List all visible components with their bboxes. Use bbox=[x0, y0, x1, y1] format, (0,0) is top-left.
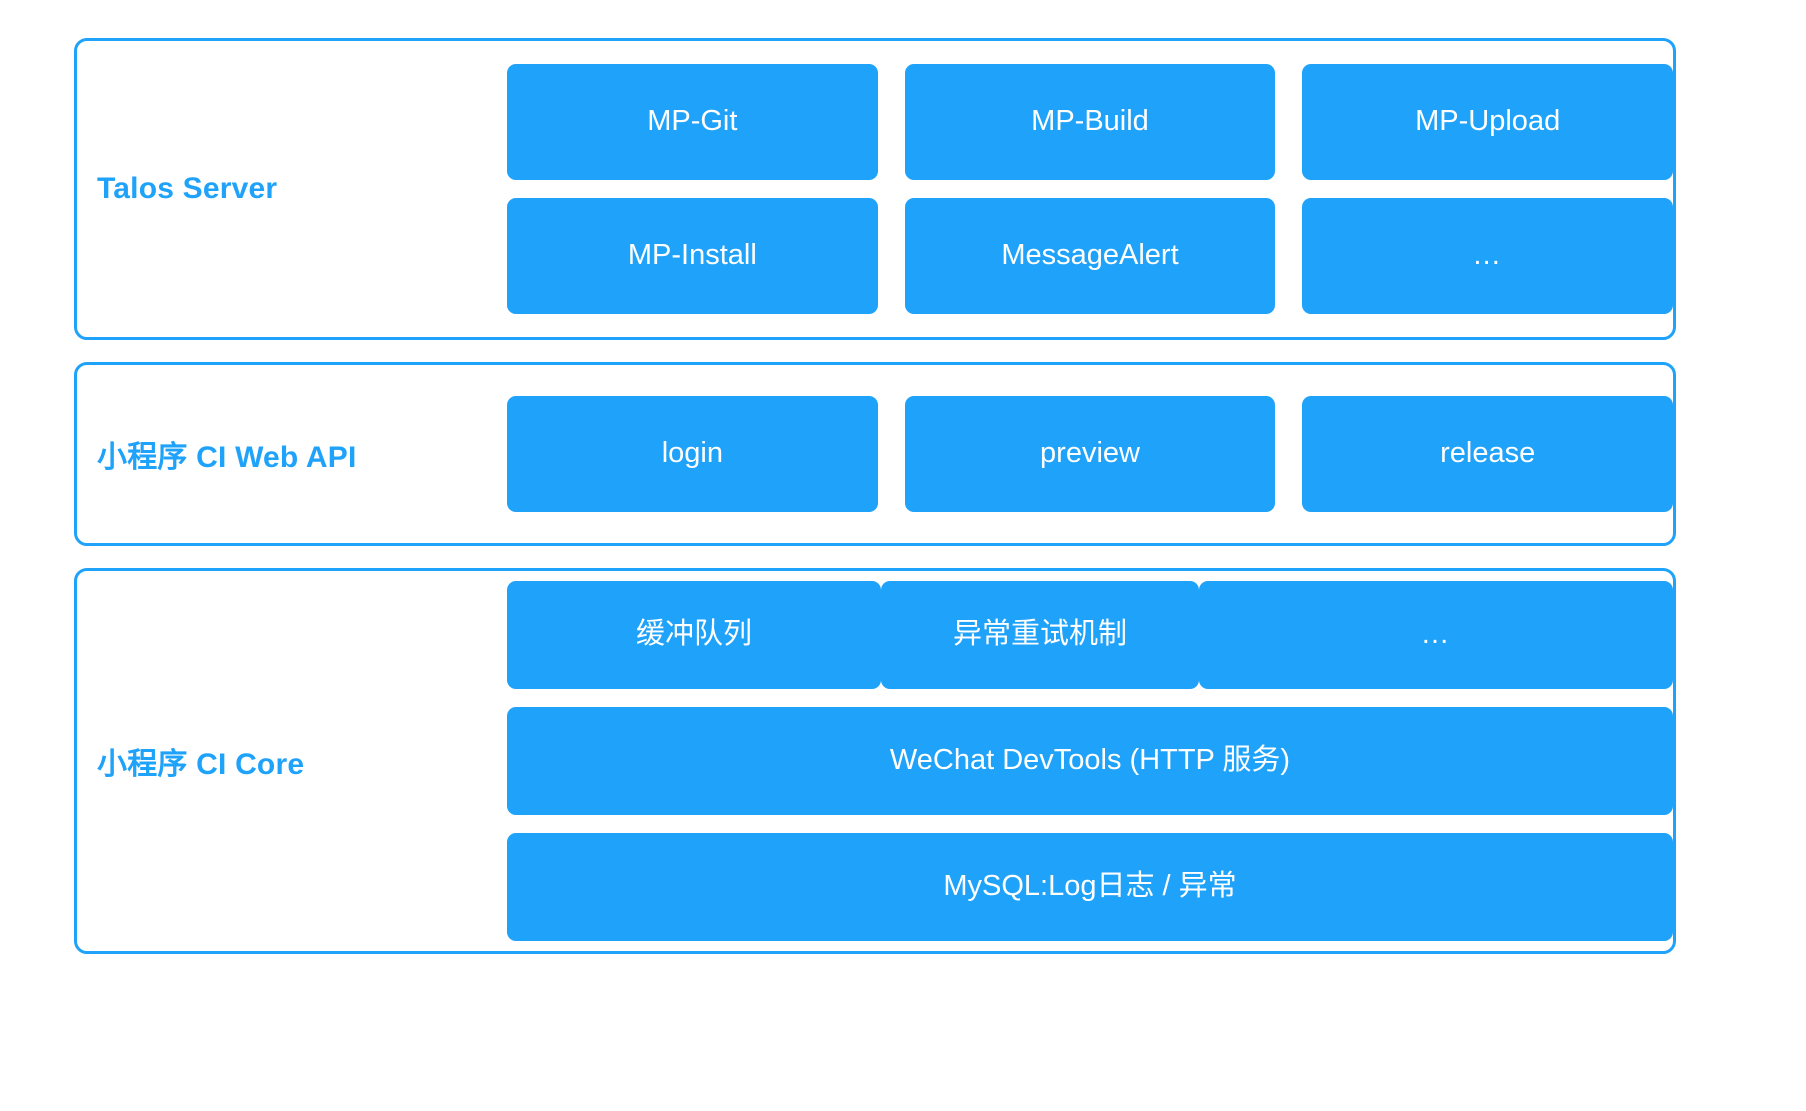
node-mp-git[interactable]: MP-Git bbox=[507, 64, 878, 180]
layer-body-mp-ci-web-api: login preview release bbox=[507, 396, 1674, 512]
node-buffer-queue[interactable]: 缓冲队列 bbox=[507, 581, 881, 689]
box-row: WeChat DevTools (HTTP 服务) bbox=[507, 707, 1673, 815]
node-mp-upload[interactable]: MP-Upload bbox=[1302, 64, 1674, 180]
node-retry-mechanism[interactable]: 异常重试机制 bbox=[881, 581, 1199, 689]
layer-title-mp-ci-web-api: 小程序 CI Web API bbox=[97, 441, 357, 474]
node-mp-build[interactable]: MP-Build bbox=[904, 64, 1276, 180]
node-login[interactable]: login bbox=[507, 396, 878, 512]
box-row: login preview release bbox=[507, 396, 1674, 512]
box-row: MP-Git MP-Build MP-Upload bbox=[507, 64, 1674, 180]
node-talos-more[interactable]: … bbox=[1302, 198, 1674, 314]
layer-body-talos-server: MP-Git MP-Build MP-Upload MP-Install Mes… bbox=[507, 64, 1674, 314]
node-message-alert[interactable]: MessageAlert bbox=[904, 198, 1276, 314]
box-row: 缓冲队列 异常重试机制 … bbox=[507, 581, 1673, 689]
layer-mp-ci-core: 小程序 CI Core 缓冲队列 异常重试机制 … WeChat DevTool… bbox=[74, 568, 1676, 954]
box-row: MySQL:Log日志 / 异常 bbox=[507, 833, 1673, 941]
layer-title-talos-server: Talos Server bbox=[97, 172, 278, 205]
layer-body-mp-ci-core: 缓冲队列 异常重试机制 … WeChat DevTools (HTTP 服务) … bbox=[507, 581, 1673, 941]
layer-mp-ci-web-api: 小程序 CI Web API login preview release bbox=[74, 362, 1676, 546]
node-mp-install[interactable]: MP-Install bbox=[507, 198, 878, 314]
box-row: MP-Install MessageAlert … bbox=[507, 198, 1674, 314]
node-mysql-log[interactable]: MySQL:Log日志 / 异常 bbox=[507, 833, 1673, 941]
node-preview[interactable]: preview bbox=[904, 396, 1276, 512]
layer-talos-server: Talos Server MP-Git MP-Build MP-Upload M… bbox=[74, 38, 1676, 340]
node-core-more[interactable]: … bbox=[1199, 581, 1673, 689]
layer-title-mp-ci-core: 小程序 CI Core bbox=[97, 748, 305, 781]
node-wechat-devtools[interactable]: WeChat DevTools (HTTP 服务) bbox=[507, 707, 1673, 815]
node-release[interactable]: release bbox=[1302, 396, 1674, 512]
